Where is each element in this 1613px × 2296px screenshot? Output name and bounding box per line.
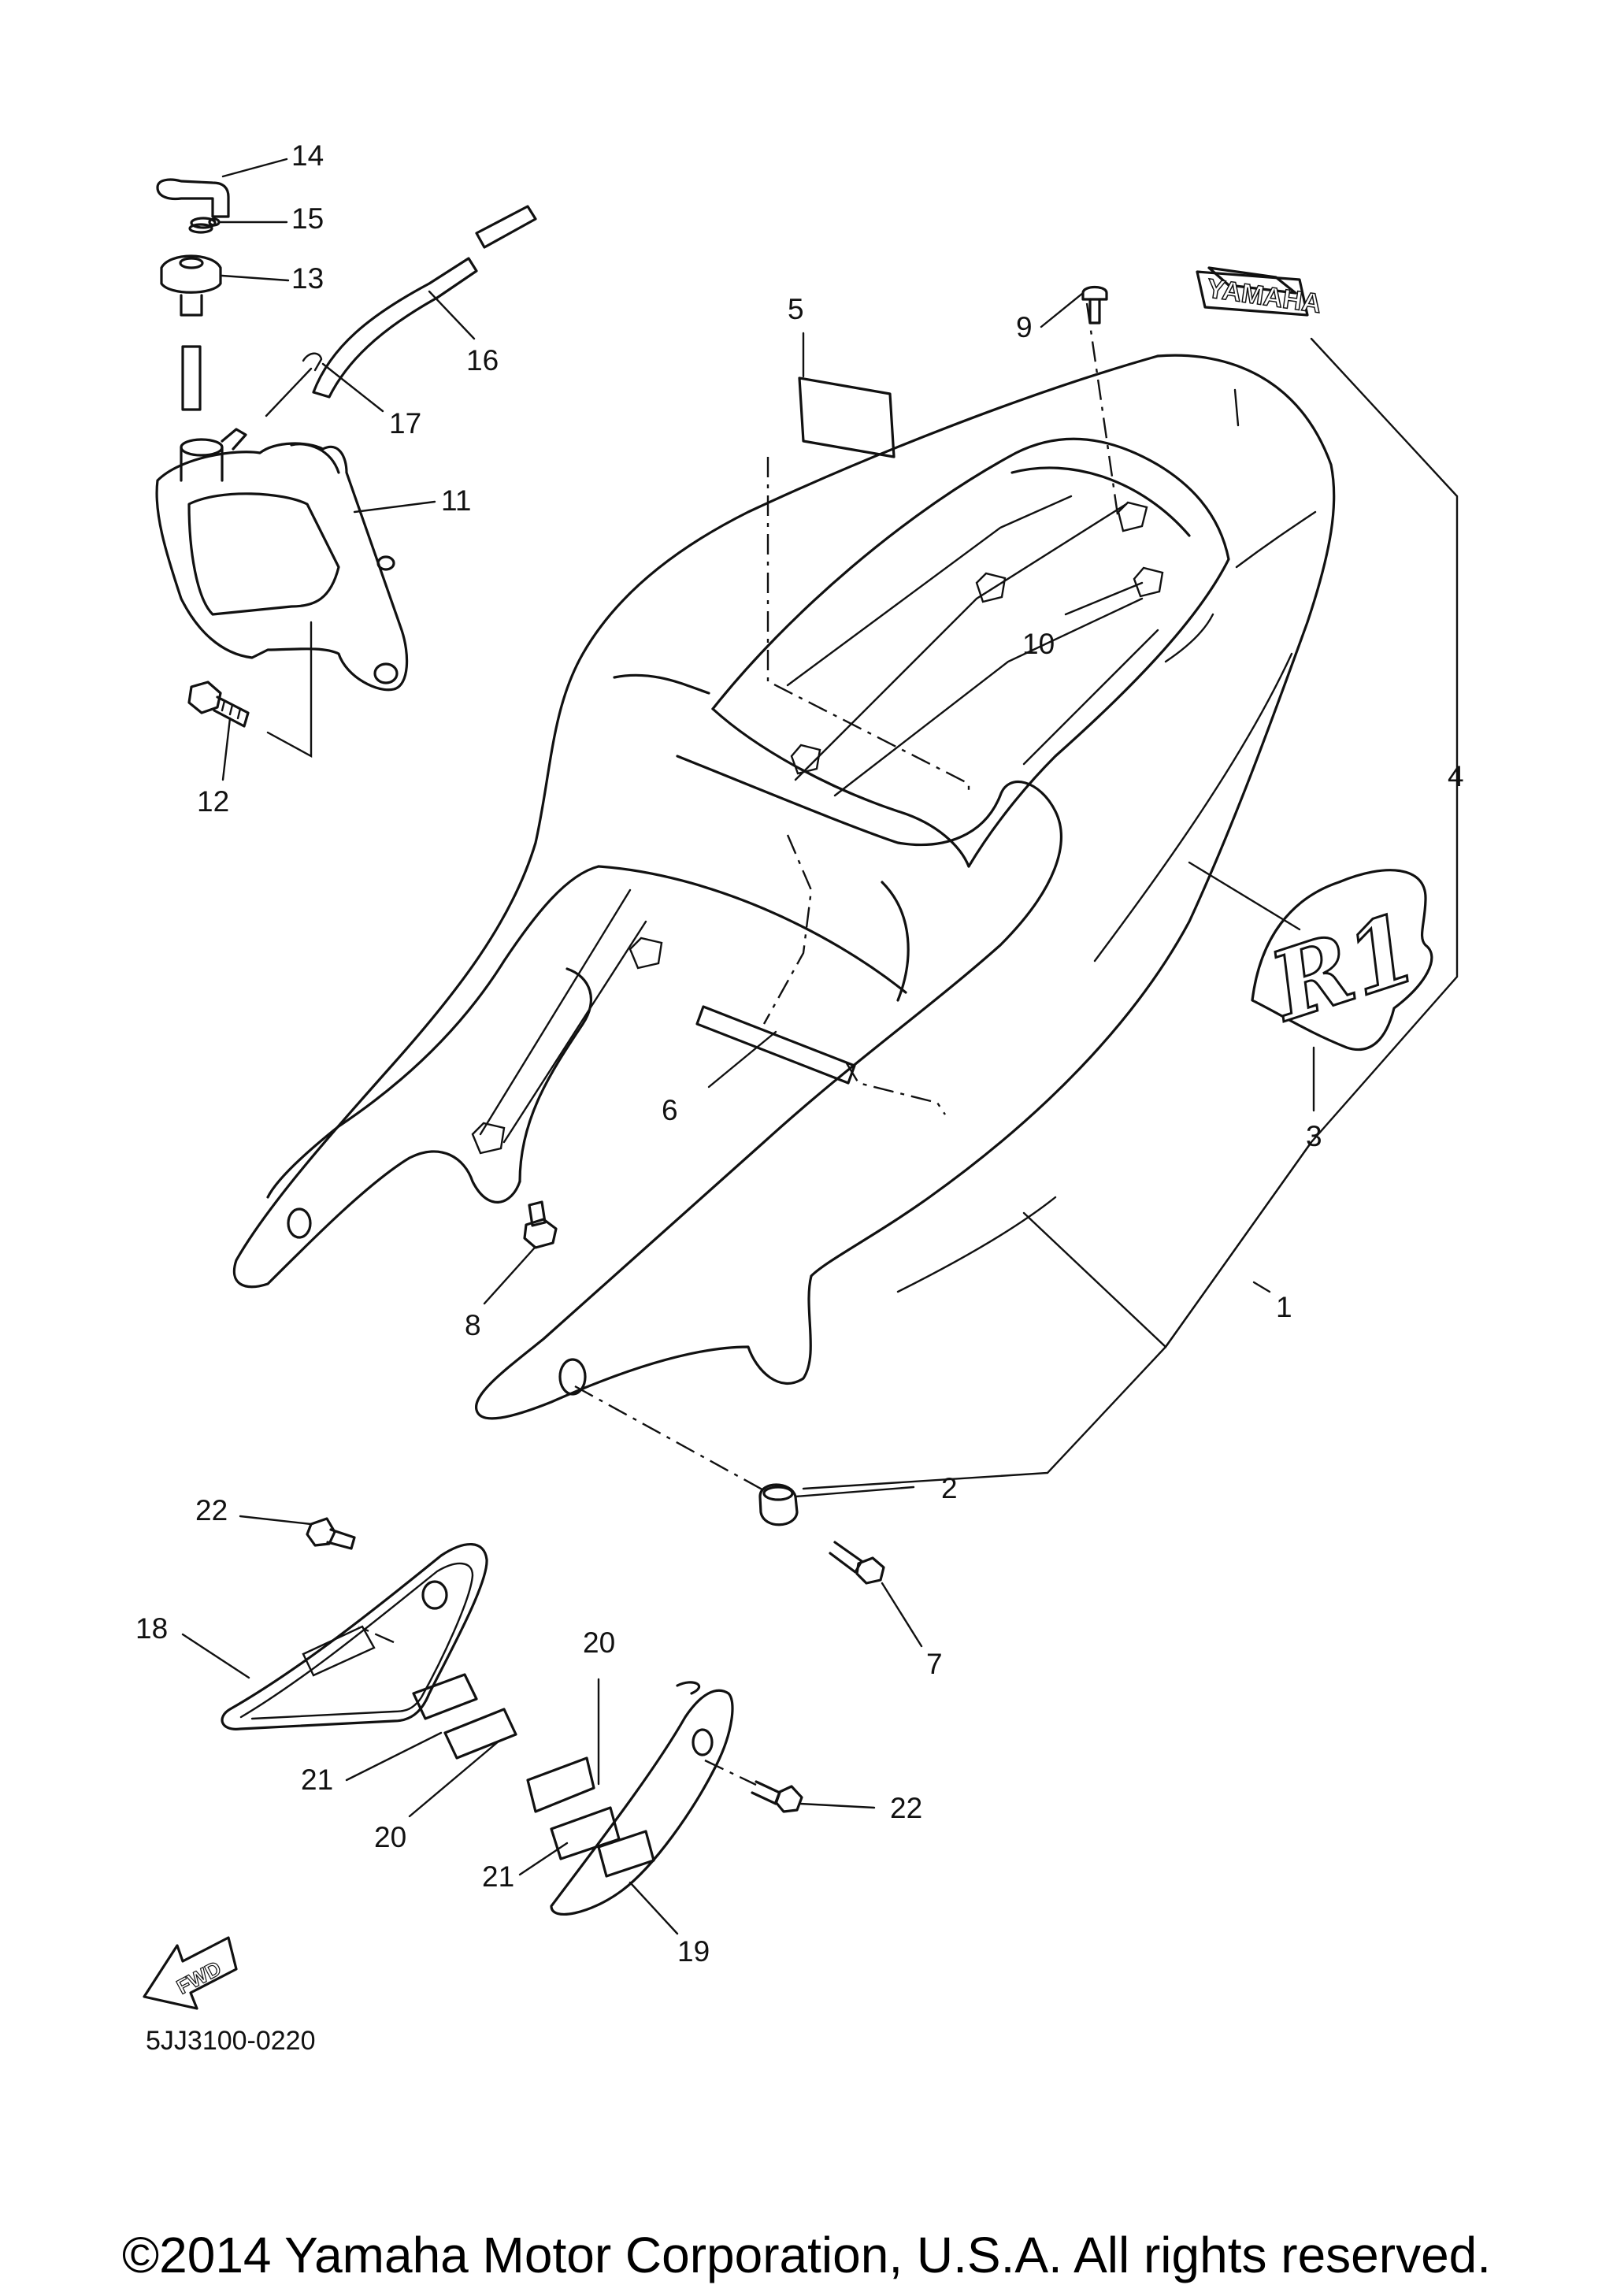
- callout-labels: 14 15 13 16 17 11 12 5 9 10 4 3 6 1 2 7 …: [135, 139, 1464, 1968]
- callout-6: 6: [662, 1094, 678, 1126]
- callout-3: 3: [1306, 1120, 1322, 1152]
- callout-12: 12: [197, 785, 229, 818]
- callout-11: 11: [441, 484, 471, 517]
- seat-cowl-drawing: [232, 354, 1336, 1420]
- callout-20b: 20: [374, 1821, 406, 1853]
- callout-7: 7: [926, 1648, 943, 1680]
- callout-18: 19: [677, 1935, 710, 1968]
- callout-15: 15: [291, 202, 324, 235]
- reservoir-tank-drawing: [155, 178, 537, 759]
- r1-decal: R1: [1251, 869, 1433, 1052]
- callout-21b: 21: [482, 1860, 514, 1893]
- callout-13: 13: [291, 262, 324, 295]
- callout-8: 8: [465, 1309, 481, 1341]
- callout-1: 1: [1276, 1291, 1292, 1323]
- leader-lines: [181, 158, 1315, 1935]
- callout-14: 14: [291, 139, 324, 172]
- callout-16: 16: [466, 344, 499, 376]
- copyright-notice: ©2014 Yamaha Motor Corporation, U.S.A. A…: [122, 2227, 1491, 2283]
- callout-21a: 21: [301, 1764, 333, 1796]
- callout-22b: 22: [890, 1792, 922, 1824]
- side-covers-drawing: [221, 285, 1459, 1916]
- callout-20a: 20: [583, 1626, 615, 1659]
- callout-10: 10: [1022, 628, 1055, 660]
- r1-decal-text: R1: [1256, 892, 1430, 1044]
- yamaha-decal: YAMAHA: [1196, 266, 1324, 320]
- callout-19: 18: [135, 1612, 168, 1645]
- callout-17: 17: [389, 407, 421, 440]
- callout-4: 4: [1448, 760, 1464, 792]
- fwd-arrow-icon: FWD: [143, 1936, 238, 2010]
- fwd-arrow-label: FWD: [172, 1956, 224, 1998]
- callout-9: 9: [1016, 311, 1033, 343]
- callout-5: 5: [788, 293, 804, 325]
- callout-22a: 22: [195, 1494, 228, 1526]
- diagram-code: 5JJ3100-0220: [146, 2026, 316, 2056]
- callout-2: 2: [941, 1472, 958, 1504]
